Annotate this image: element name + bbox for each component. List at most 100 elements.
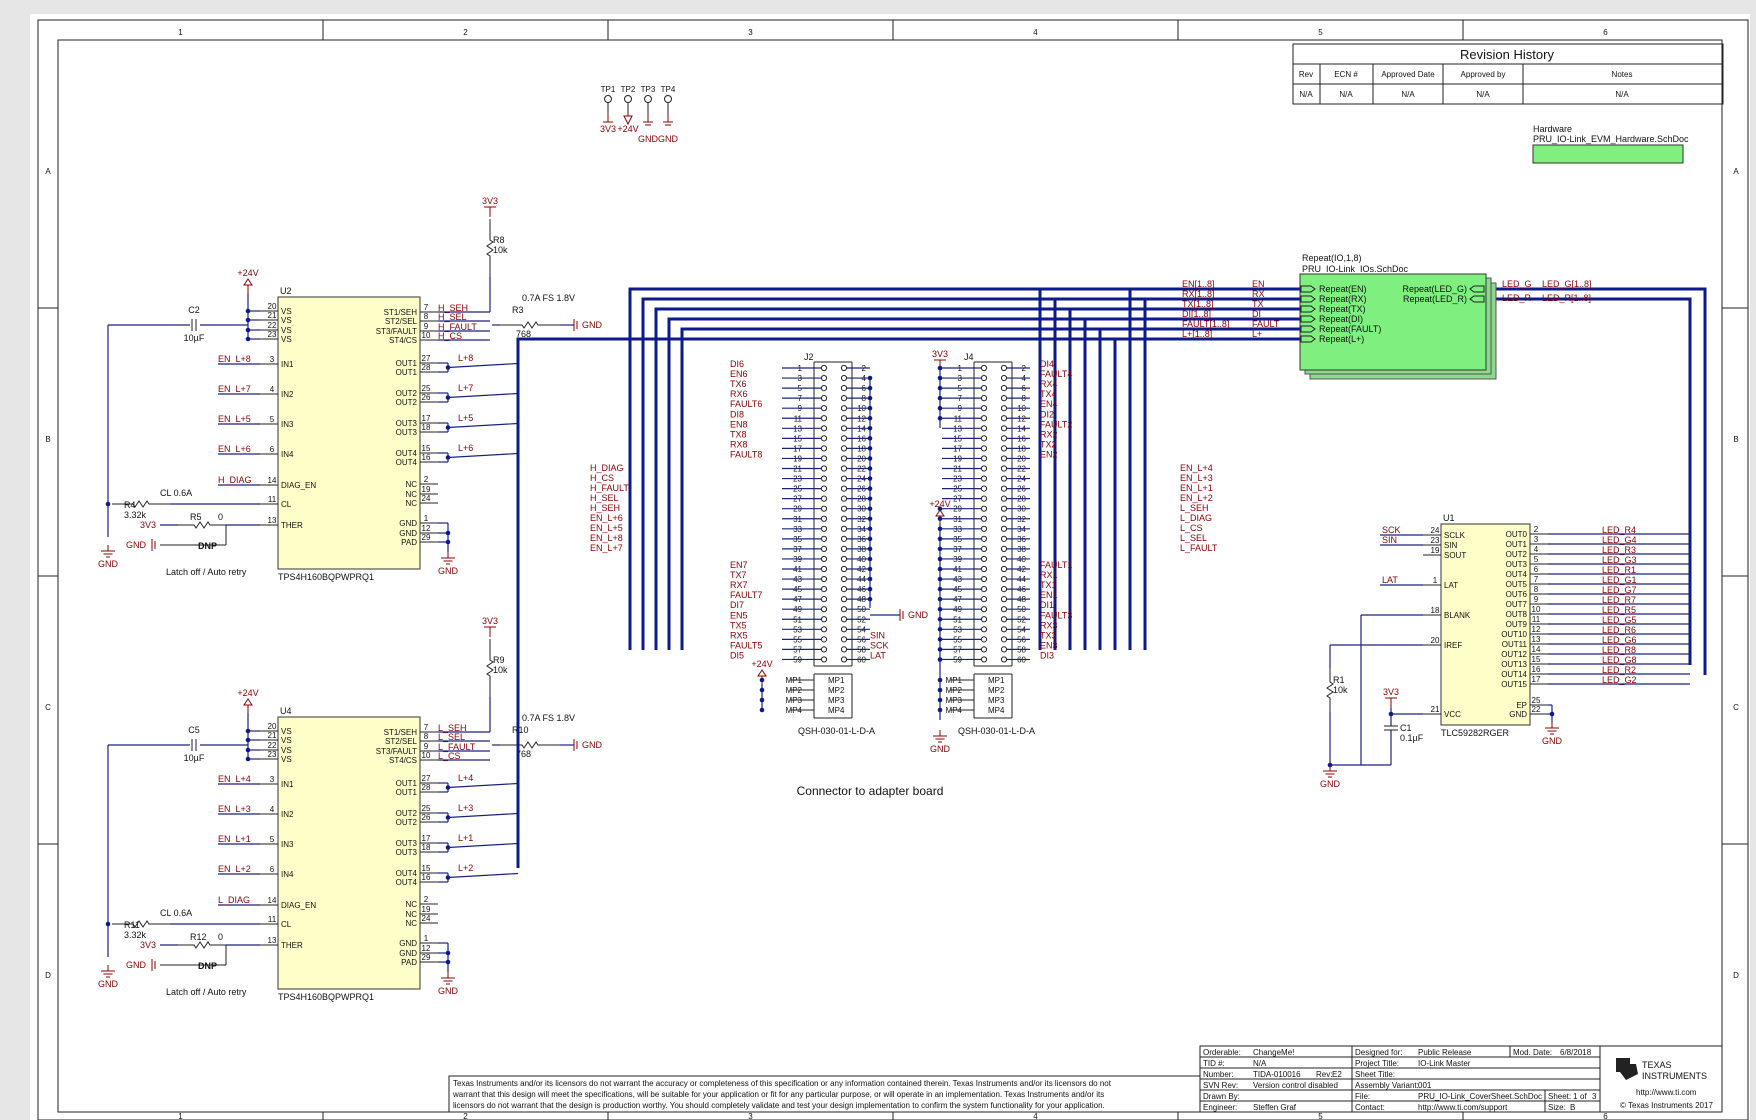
title-key: Drawn By:	[1203, 1092, 1240, 1101]
title-key: Sheet:	[1548, 1092, 1571, 1101]
cap-value: 10µF	[184, 333, 205, 343]
testpoint-pad[interactable]	[604, 95, 612, 103]
pin-number: 23	[268, 330, 277, 339]
j2-net: RX8	[730, 439, 748, 449]
led-net: LED_G2	[1602, 675, 1637, 685]
pin-number: 10	[1532, 605, 1541, 614]
j4-header-net: L_FAULT	[1180, 543, 1218, 553]
pin-contact	[980, 395, 988, 402]
ic-body[interactable]	[277, 716, 421, 990]
title-key: Orderable:	[1203, 1048, 1241, 1057]
pin-number: 19	[422, 905, 431, 914]
testpoint-pad[interactable]	[644, 95, 652, 103]
pin-name: NC	[405, 490, 417, 499]
res-ref: R1	[1333, 675, 1345, 685]
testpoint-pad[interactable]	[664, 95, 672, 103]
pin-number: 19	[422, 485, 431, 494]
junction-dot	[937, 637, 943, 642]
pin-contact	[1000, 385, 1008, 392]
revision-title: Revision History	[1460, 47, 1554, 62]
j2-net: EN7	[730, 560, 748, 570]
dnp-marker: DNP	[198, 961, 217, 971]
j4-net: FAULT4	[1040, 369, 1072, 379]
led-net: LED_G8	[1602, 655, 1637, 665]
hardware-sheet-symbol[interactable]: Hardware PRU_IO-Link_EVM_Hardware.SchDoc	[1532, 124, 1689, 164]
junction-dot	[867, 596, 873, 602]
pin-name: GND	[1509, 710, 1527, 719]
revision-header: Rev	[1299, 70, 1313, 79]
pin-number: 13	[268, 936, 277, 945]
pin-number: 13	[268, 516, 277, 525]
junction-dot	[937, 586, 943, 592]
pin-number: 7	[424, 723, 429, 732]
repeat-port: Repeat(EN)	[1319, 284, 1367, 294]
bus-name: L+[1..8]	[1182, 329, 1212, 339]
pin-contact	[840, 535, 848, 542]
ic-body[interactable]	[277, 296, 421, 570]
pin-contact	[1000, 586, 1008, 593]
pin-contact	[840, 555, 848, 563]
pin-name: OUT1	[396, 359, 418, 368]
pin-contact	[840, 616, 848, 623]
cl-note: CL 0.6A	[160, 908, 192, 918]
j2-net: LAT	[870, 650, 886, 660]
ic-ref: U4	[280, 706, 292, 716]
pin-contact	[820, 415, 828, 422]
j4-net: DI2	[1040, 409, 1054, 419]
junction-dot	[867, 566, 873, 572]
column-label: 3	[748, 1112, 753, 1120]
pin-name: EP	[1516, 701, 1527, 710]
junction-dot	[867, 395, 873, 401]
driver-note: Latch off / Auto retry	[166, 987, 247, 997]
pin-name: OUT4	[396, 878, 418, 887]
j2-net: DI6	[730, 359, 744, 369]
status-net: H_SEH	[438, 303, 468, 313]
pin-contact	[980, 405, 988, 412]
title-value: Public Release	[1418, 1048, 1472, 1057]
pin-name: OUT4	[396, 869, 418, 878]
testpoint-net: +24V	[617, 124, 638, 134]
pin-contact	[1000, 435, 1008, 442]
pin-name: VS	[281, 326, 292, 335]
res-ref: R4	[124, 500, 136, 510]
j2-net: FAULT6	[730, 399, 762, 409]
title-key: of	[1580, 1092, 1587, 1101]
pin-contact	[1000, 445, 1008, 452]
pin-contact	[820, 445, 828, 452]
pin-name: THER	[281, 941, 303, 950]
u1-input-net: LAT	[1382, 575, 1398, 585]
pin-contact	[840, 364, 848, 372]
j2-header-net: H_SEL	[590, 493, 619, 503]
pin-contact	[980, 545, 988, 553]
pin-contact	[820, 646, 828, 653]
row-label: A	[1733, 167, 1739, 176]
supply-label: +24V	[751, 659, 772, 669]
j4-net: DI1	[1040, 600, 1054, 610]
repeat-io-sheet-symbol[interactable]: Repeat(IO,1,8)PRU_IO-Link_IOs.SchDocRepe…	[1299, 253, 1497, 380]
gnd-label: GND	[438, 566, 459, 576]
pin-number: 21	[1431, 705, 1440, 714]
title-value: http://www.ti.com/support	[1418, 1103, 1508, 1112]
pin-contact	[1000, 626, 1008, 633]
pin-name: IN4	[281, 450, 294, 459]
pin-contact	[980, 606, 988, 613]
led-net: LED_G5	[1602, 615, 1637, 625]
connector-caption: Connector to adapter board	[797, 784, 944, 798]
junction-dot	[937, 415, 943, 421]
pin-name: OUT3	[1506, 560, 1528, 569]
pin-name: OUT2	[396, 389, 418, 398]
j4-header-net: EN_L+4	[1180, 463, 1213, 473]
pin-contact	[980, 616, 988, 623]
pin-number: 19	[1431, 546, 1440, 555]
testpoint-pad[interactable]	[624, 95, 632, 103]
res-ref: R12	[190, 932, 207, 942]
pin-contact	[980, 495, 988, 502]
cap-value: 10µF	[184, 753, 205, 763]
pin-number: 29	[422, 953, 431, 962]
pin-number: 6	[1534, 565, 1539, 574]
junction-dot	[937, 405, 943, 411]
ic-body[interactable]	[1440, 523, 1531, 726]
pin-contact	[1000, 575, 1008, 583]
pin-name: BLANK	[1444, 611, 1471, 620]
